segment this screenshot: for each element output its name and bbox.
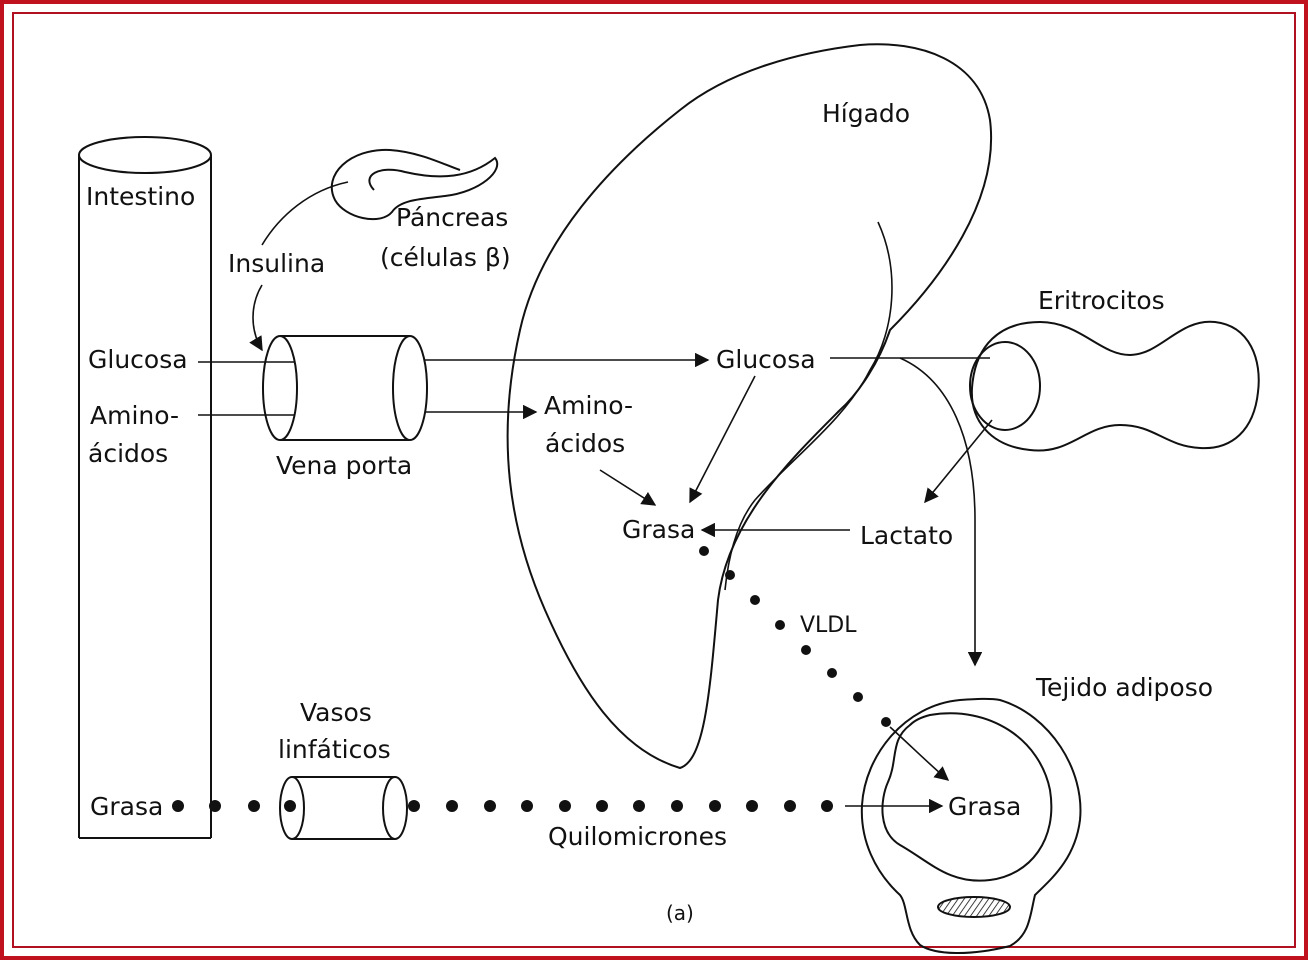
liver-fold xyxy=(724,221,893,591)
label-grasa-intestine: Grasa xyxy=(90,792,163,821)
glucose-to-fat-arrow xyxy=(689,375,756,504)
label-celulas-beta: (células β) xyxy=(380,243,511,272)
label-lactato: Lactato xyxy=(860,521,953,550)
label-insulina: Insulina xyxy=(228,249,325,278)
label-grasa-adipose: Grasa xyxy=(948,792,1021,821)
chylomicron-dots xyxy=(172,800,833,812)
erythrocyte-to-lactate-arrow xyxy=(924,419,993,504)
amino-to-fat-arrow xyxy=(599,469,657,506)
inner-frame xyxy=(12,12,1296,948)
label-eritrocitos: Eritrocitos xyxy=(1038,286,1165,315)
lymphatic-vessel-cylinder xyxy=(279,776,408,840)
label-vena-porta: Vena porta xyxy=(276,451,412,480)
erythrocyte-shape xyxy=(970,320,1260,452)
vldl-dots xyxy=(699,546,891,727)
label-higado: Hígado xyxy=(822,99,910,128)
pancreas-shape xyxy=(330,148,498,221)
label-amino-mid-2: ácidos xyxy=(545,429,625,458)
label-intestino: Intestino xyxy=(86,182,195,211)
adipose-nucleus xyxy=(937,896,1011,918)
label-tejido-adiposo: Tejido adiposo xyxy=(1035,673,1213,702)
label-panel: (a) xyxy=(666,901,694,925)
adipose-cell-inner xyxy=(881,712,1053,882)
label-vasos: Vasos xyxy=(300,698,372,727)
label-linfaticos: linfáticos xyxy=(278,735,391,764)
adipose-cell-outer xyxy=(860,697,1082,954)
portal-vein-cylinder xyxy=(262,335,428,441)
label-grasa-liver: Grasa xyxy=(622,515,695,544)
label-amino-mid-1: Amino- xyxy=(544,391,633,420)
glucose-to-adipose-arrow xyxy=(899,357,983,667)
label-glucosa-left: Glucosa xyxy=(88,345,188,374)
label-amino-left-2: ácidos xyxy=(88,439,168,468)
label-amino-left-1: Amino- xyxy=(90,401,179,430)
label-vldl: VLDL xyxy=(800,613,857,638)
vldl-arrow xyxy=(889,726,950,781)
intestine-cylinder xyxy=(78,136,212,839)
insulin-arrow xyxy=(249,284,263,352)
erythrocyte-overlap xyxy=(969,341,1041,431)
insulin-link xyxy=(261,181,349,246)
label-glucosa-mid: Glucosa xyxy=(716,345,816,374)
label-pancreas: Páncreas xyxy=(396,203,508,232)
label-quilomicrones: Quilomicrones xyxy=(548,822,727,851)
